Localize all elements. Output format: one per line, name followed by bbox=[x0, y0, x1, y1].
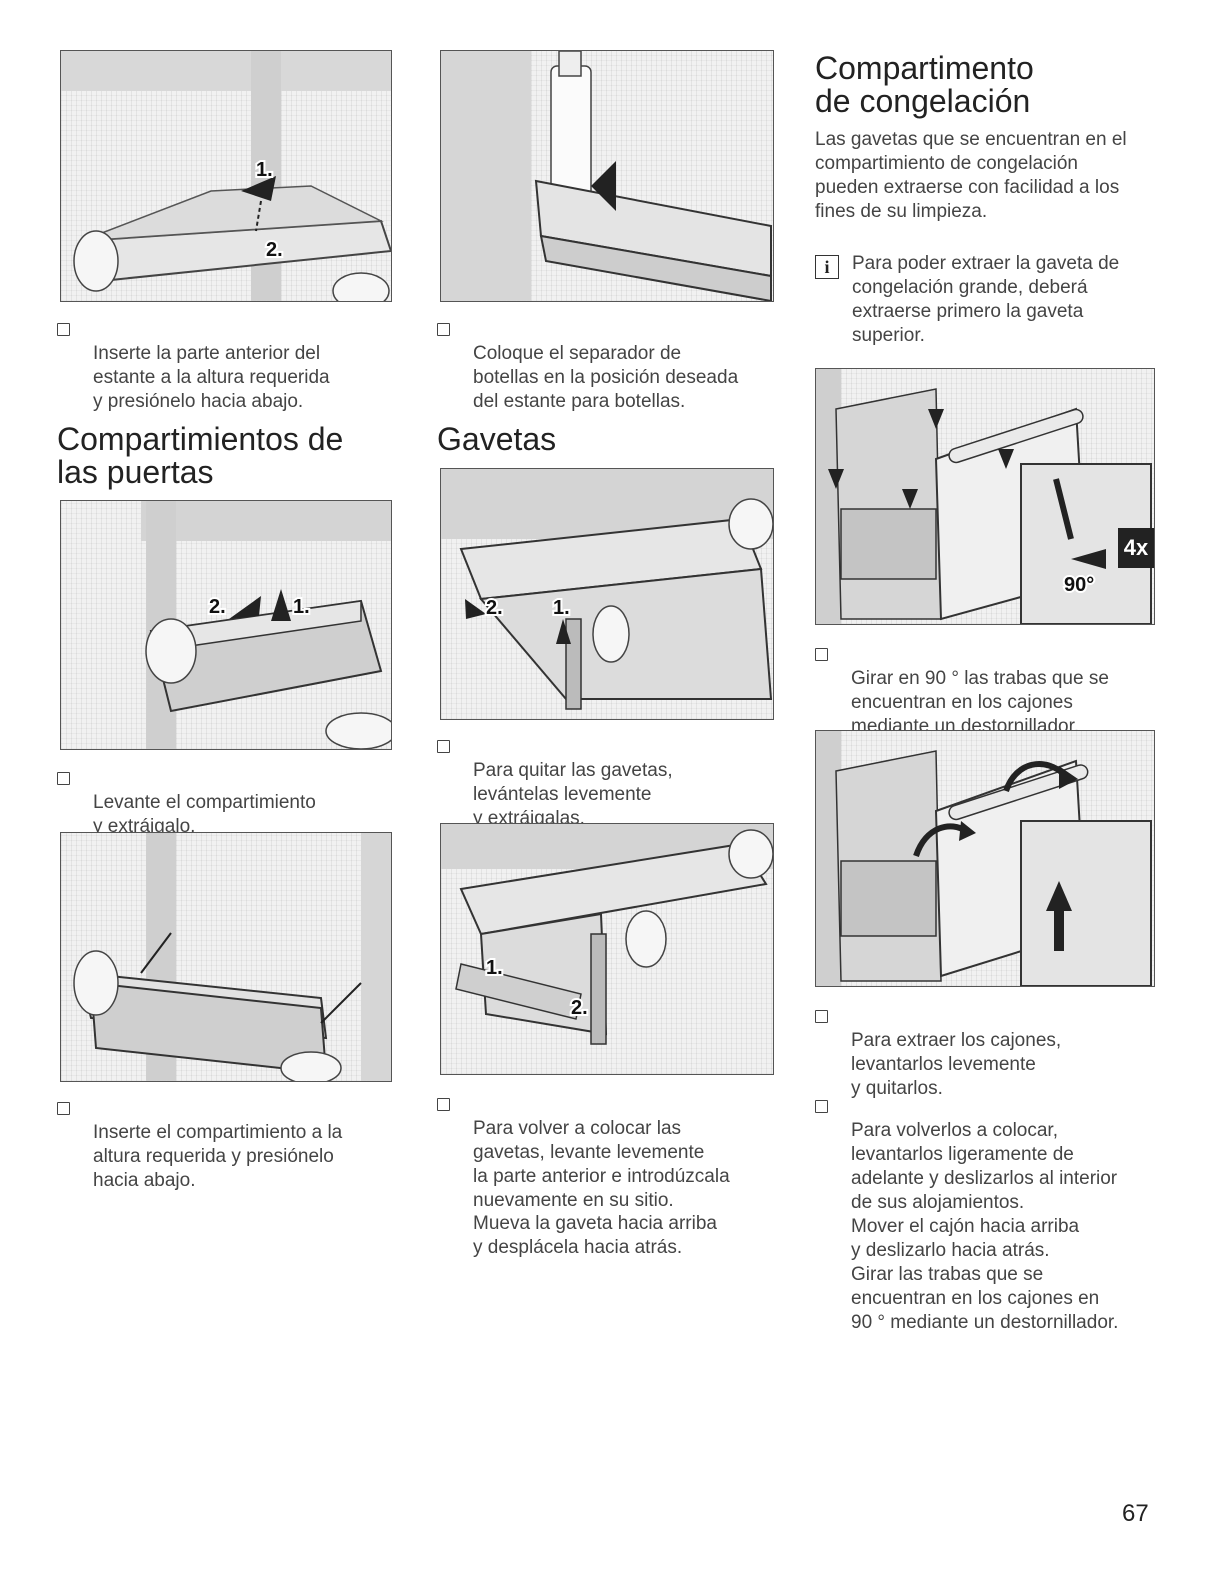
instruction-extract-drawers: Para extraer los cajones, levantarlos le… bbox=[815, 1005, 1211, 1101]
paragraph-move-drawer: Mueva la gaveta hacia arriba y desplácel… bbox=[473, 1213, 717, 1258]
instruction-lift-compartment: Levante el compartimiento y extráigalo. bbox=[57, 767, 423, 839]
info-icon: i bbox=[815, 255, 839, 279]
illustration-freezer-drawers bbox=[815, 730, 1155, 987]
checkbox-bullet-icon bbox=[57, 772, 70, 785]
instruction-bottle-separator: Coloque el separador de botellas en la p… bbox=[437, 318, 813, 414]
instruction-shelf-insert: Inserte la parte anterior del estante a … bbox=[57, 318, 423, 414]
instruction-text: Inserte el compartimiento a la altura re… bbox=[93, 1122, 343, 1191]
info-note: i Para poder extraer la gaveta de congel… bbox=[815, 252, 1185, 348]
instruction-text: Para volverlos a colocar, levantarlos li… bbox=[851, 1120, 1119, 1333]
instruction-reinsert-drawers: Para volver a colocar las gavetas, levan… bbox=[437, 1093, 813, 1213]
instruction-reinsert-freezer-drawers: Para volverlos a colocar, levantarlos li… bbox=[815, 1095, 1211, 1335]
illustration-door-compartment-lift: 2. 1. bbox=[60, 500, 392, 750]
step-label-2: 2. bbox=[486, 597, 503, 619]
checkbox-bullet-icon bbox=[815, 1010, 828, 1023]
instruction-text: Para quitar las gavetas, levántelas leve… bbox=[473, 760, 673, 829]
instruction-remove-drawers: Para quitar las gavetas, levántelas leve… bbox=[437, 735, 813, 831]
illustration-door-compartment-insert bbox=[60, 832, 392, 1082]
instruction-text: Coloque el separador de botellas en la p… bbox=[473, 343, 739, 412]
repeat-count-badge: 4x bbox=[1118, 528, 1154, 568]
instruction-rotate-locks: Girar en 90 ° las trabas que se encuentr… bbox=[815, 643, 1211, 739]
step-label-2: 2. bbox=[209, 596, 226, 618]
instruction-text: Levante el compartimiento y extráigalo. bbox=[93, 792, 316, 837]
heading-drawers: Gavetas bbox=[437, 421, 557, 457]
step-label-1: 1. bbox=[553, 597, 570, 619]
bottle-separator-drawing bbox=[441, 51, 772, 301]
instruction-text: Inserte la parte anterior del estante a … bbox=[93, 343, 330, 412]
checkbox-bullet-icon bbox=[437, 740, 450, 753]
step-label-1: 1. bbox=[293, 596, 310, 618]
drawer-insert-drawing: 1. 2. bbox=[441, 824, 773, 1045]
instruction-insert-compartment: Inserte el compartimiento a la altura re… bbox=[57, 1097, 433, 1193]
checkbox-bullet-icon bbox=[437, 1098, 450, 1111]
checkbox-bullet-icon bbox=[815, 648, 828, 661]
angle-label: 90° bbox=[1064, 574, 1094, 596]
instruction-text: Girar en 90 ° las trabas que se encuentr… bbox=[851, 668, 1109, 737]
freezer-locks-drawing: 90° bbox=[816, 369, 1152, 624]
illustration-drawer-removal: 2. 1. bbox=[440, 468, 774, 720]
door-compartment-insert-drawing bbox=[73, 833, 391, 1081]
heading-door-compartments: Compartimientos de las puertas bbox=[57, 421, 344, 490]
heading-freezer-compartment: Compartimento de congelación bbox=[815, 50, 1034, 119]
checkbox-bullet-icon bbox=[57, 323, 70, 336]
illustration-shelf-insert: 1. 2. bbox=[60, 50, 392, 302]
checkbox-bullet-icon bbox=[57, 1102, 70, 1115]
illustration-freezer-locks: 90° 4x bbox=[815, 368, 1155, 625]
freezer-drawers-drawing bbox=[816, 731, 1152, 986]
info-note-text: Para poder extraer la gaveta de congelac… bbox=[852, 253, 1120, 346]
step-label-2: 2. bbox=[266, 239, 283, 261]
step-label-1: 1. bbox=[486, 957, 503, 979]
illustration-drawer-insert: 1. 2. bbox=[440, 823, 774, 1075]
page-number: 67 bbox=[1122, 1500, 1149, 1527]
door-compartment-lift-drawing: 2. 1. bbox=[141, 501, 391, 749]
paragraph-freezer-intro: Las gavetas que se encuentran en el comp… bbox=[815, 129, 1127, 222]
checkbox-bullet-icon bbox=[437, 323, 450, 336]
step-label-2: 2. bbox=[571, 997, 588, 1019]
illustration-bottle-separator bbox=[440, 50, 774, 302]
drawer-removal-drawing: 2. 1. bbox=[441, 469, 773, 710]
step-label-1: 1. bbox=[256, 159, 273, 181]
instruction-text: Para volver a colocar las gavetas, levan… bbox=[473, 1118, 730, 1211]
instruction-text: Para extraer los cajones, levantarlos le… bbox=[851, 1030, 1062, 1099]
checkbox-bullet-icon bbox=[815, 1100, 828, 1113]
shelf-insert-drawing: 1. 2. bbox=[61, 51, 391, 301]
